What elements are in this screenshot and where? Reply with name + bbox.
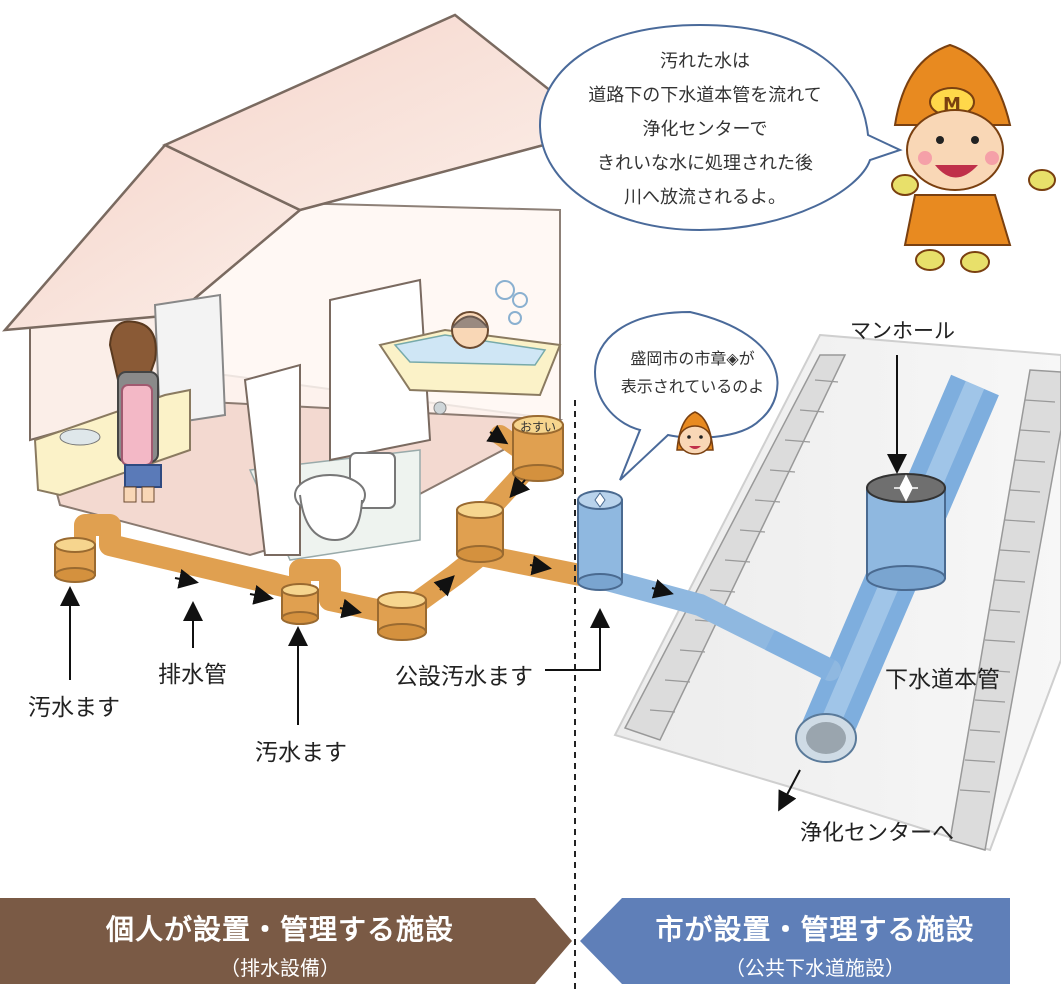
drain-pipe-label: 排水管 [158, 662, 227, 688]
to-treatment-center-label: 浄化センターへ [800, 821, 955, 846]
inlet-box-upper [456, 501, 504, 563]
small-bubble-line-1-before: 盛岡市の市章 [630, 349, 727, 368]
bathing-person [451, 311, 489, 349]
oshui-tank-label: おすい [520, 420, 556, 434]
inlet-box-right [377, 591, 427, 641]
right-banner-shape [580, 898, 1010, 984]
house [2, 13, 603, 561]
small-bubble-line-1: 盛岡市の市章◈が [605, 345, 780, 373]
left-banner-subtitle: （排水設備） [220, 956, 340, 980]
city-emblem-icon: ◈ [726, 349, 739, 368]
inlet-box-oshui [512, 415, 564, 482]
main-bubble-line-2: 道路下の下水道本管を流れて [588, 85, 822, 106]
right-banner-title: 市が設置・管理する施設 [655, 913, 975, 946]
main-speech-bubble [538, 23, 903, 232]
manhole-label: マンホール [850, 319, 955, 343]
label-pointers [60, 355, 907, 812]
small-bubble-line-2: 表示されているのよ [620, 377, 765, 396]
flow-arrow-public [651, 579, 674, 599]
main-bubble-line-3: 浄化センターで [642, 119, 768, 140]
sewer-main-pipe-label: 下水道本管 [885, 667, 1000, 693]
small-bubble-text: 盛岡市の市章◈が 表示されているのよ [605, 345, 780, 401]
mascot-character: M [891, 43, 1056, 273]
inlet-box-left [54, 537, 96, 583]
small-speech-bubble [593, 310, 779, 481]
flow-arrows-private [174, 424, 552, 619]
woman-figure [108, 320, 162, 503]
main-bubble-line-1: 汚れた水は [660, 51, 750, 72]
inlet-box-middle [281, 583, 319, 625]
public-inlet [577, 490, 623, 591]
drain-pipes [54, 415, 591, 641]
small-bubble-line-1-after: が [738, 349, 755, 368]
right-banner-subtitle: （公共下水道施設） [725, 956, 905, 980]
main-bubble-text: 汚れた水は 道路下の下水道本管を流れて 浄化センターで きれいな水に処理された後… [560, 45, 850, 215]
inlet-left-label: 汚水ます [28, 695, 120, 721]
inlet-middle-label: 汚水ます [255, 740, 347, 766]
main-bubble-line-4: きれいな水に処理された後 [597, 153, 813, 174]
left-banner-title: 個人が設置・管理する施設 [105, 913, 454, 946]
main-bubble-line-5: 川へ放流されるよ。 [624, 187, 786, 208]
toilet [294, 452, 396, 542]
left-banner: 個人が設置・管理する施設 （排水設備） [0, 908, 560, 981]
right-banner: 市が設置・管理する施設 （公共下水道施設） [610, 908, 1020, 981]
manhole-shaft [866, 473, 946, 591]
left-banner-shape [0, 898, 572, 984]
public-inlet-label: 公設汚水ます [395, 664, 533, 690]
mascot-small [676, 411, 714, 455]
